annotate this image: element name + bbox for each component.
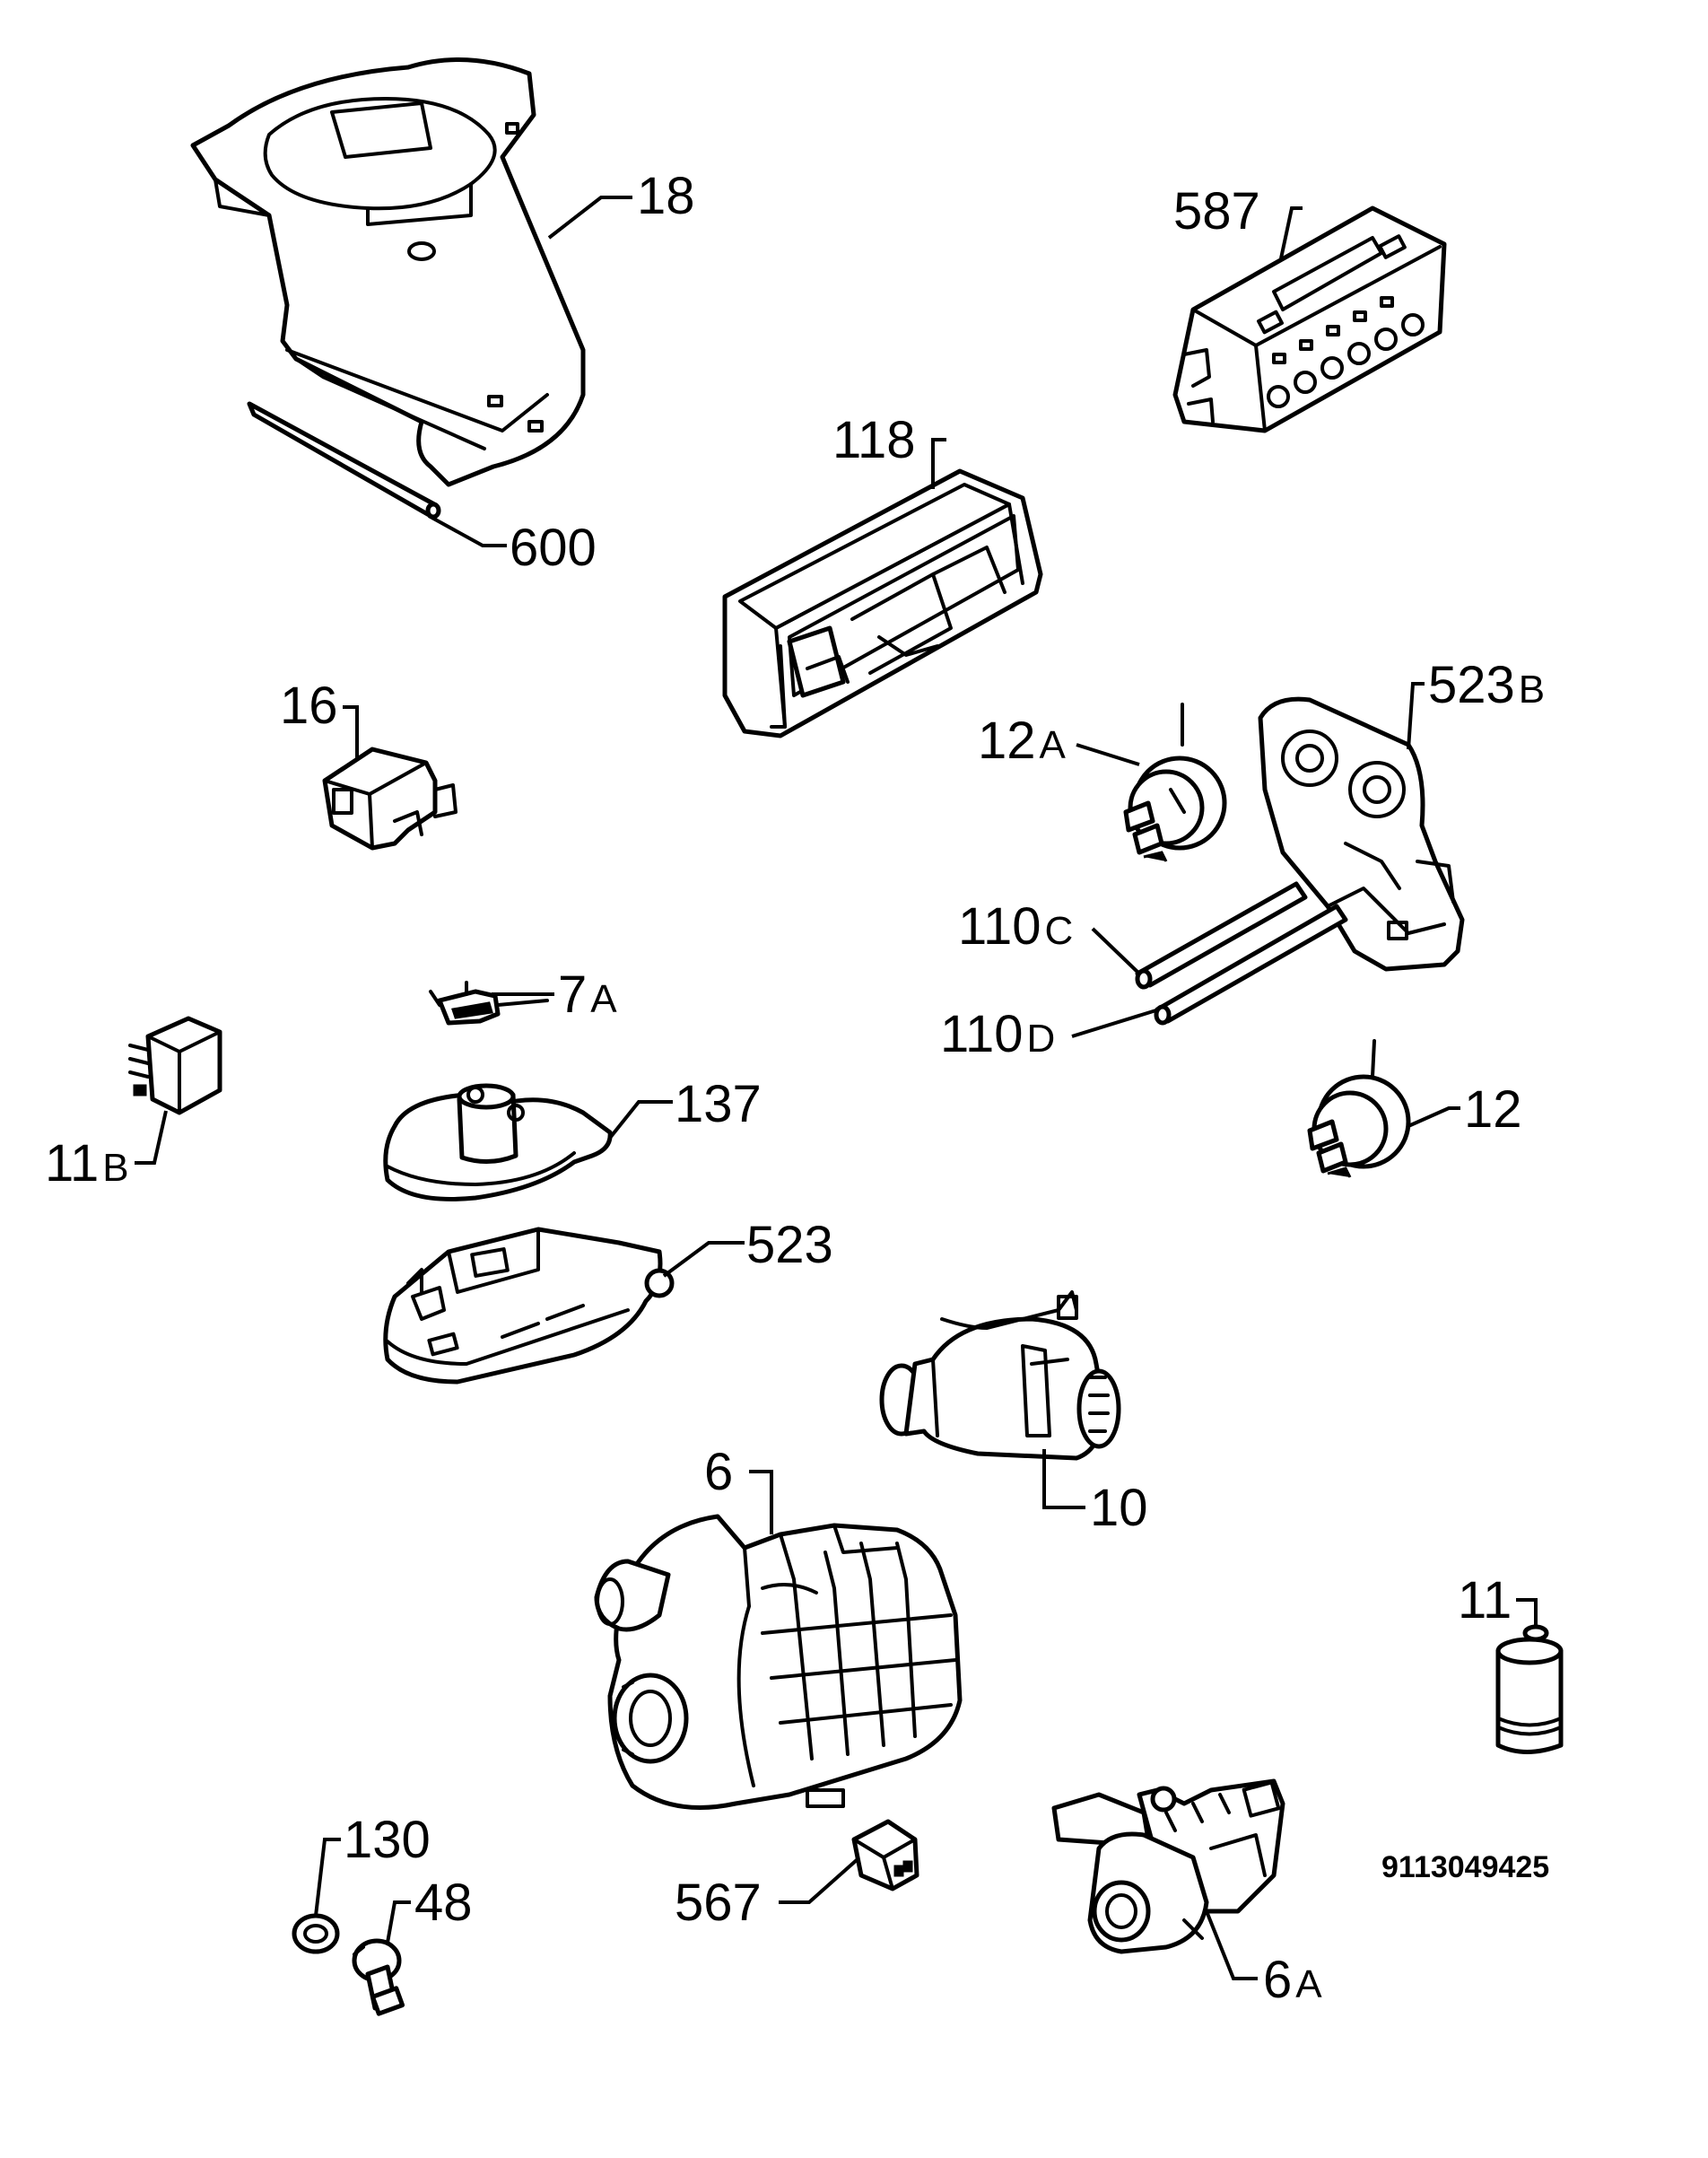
- leader-lines: [135, 196, 1538, 1980]
- label-6: 6: [704, 1443, 733, 1501]
- part-10-heater: [879, 1290, 1121, 1461]
- leader-137: [608, 1100, 673, 1140]
- leader-6A: [1205, 1910, 1258, 1980]
- leader-523: [662, 1241, 745, 1278]
- part-523B-bracket: [1258, 696, 1465, 972]
- leader-12: [1407, 1106, 1460, 1128]
- part-118-dispenser: [722, 468, 1043, 738]
- leader-110C: [1091, 927, 1141, 975]
- part-6-pump-motor: [594, 1514, 963, 1810]
- part-130-ring: [292, 1913, 340, 1954]
- label-16: 16: [280, 677, 338, 735]
- label-48: 48: [414, 1874, 473, 1932]
- label-7A: 7A: [558, 965, 617, 1024]
- part-12-pressure-switch: [1307, 1039, 1411, 1178]
- leader-130: [314, 1838, 341, 1917]
- leader-567: [779, 1857, 859, 1904]
- label-6A: 6A: [1263, 1951, 1322, 2009]
- leader-48: [386, 1900, 411, 1944]
- label-567: 567: [675, 1874, 762, 1932]
- leader-18: [547, 196, 632, 240]
- leader-600: [428, 514, 507, 547]
- part-587-electronic-module: [1172, 205, 1447, 433]
- part-6A-drain-pump: [1051, 1778, 1285, 1954]
- module-buttons: [1267, 296, 1425, 408]
- part-12A-pressure-switch: [1123, 703, 1227, 862]
- label-600: 600: [510, 519, 597, 577]
- leader-12A: [1076, 743, 1140, 766]
- part-labels: 18 600 587 118 16 523B 12A 110C 110D 12 …: [45, 167, 1545, 2009]
- leader-110D: [1071, 1008, 1160, 1038]
- leader-587: [1279, 206, 1303, 259]
- label-523B: 523B: [1428, 656, 1545, 714]
- label-587: 587: [1173, 182, 1260, 240]
- label-18: 18: [637, 167, 695, 225]
- label-110D: 110D: [940, 1005, 1055, 1063]
- drawing-code: 9113049425: [1381, 1850, 1549, 1884]
- part-110D-tube: [1154, 904, 1348, 1026]
- leader-118: [931, 438, 946, 489]
- label-12A: 12A: [978, 712, 1067, 770]
- leader-16: [343, 705, 359, 761]
- part-48-plug: [352, 1938, 405, 2016]
- leader-11: [1516, 1598, 1538, 1626]
- label-137: 137: [675, 1075, 762, 1133]
- part-16-switch: [322, 747, 458, 851]
- part-11-capacitor: [1495, 1624, 1564, 1754]
- label-11B: 11B: [45, 1134, 129, 1193]
- label-110C: 110C: [958, 897, 1073, 956]
- label-12: 12: [1464, 1080, 1522, 1139]
- label-130: 130: [344, 1811, 431, 1869]
- part-18-duct: [190, 57, 586, 487]
- leader-10: [1042, 1449, 1085, 1509]
- label-10: 10: [1090, 1479, 1148, 1537]
- label-118: 118: [832, 411, 915, 469]
- label-523: 523: [746, 1216, 833, 1274]
- part-600-rod: [247, 401, 441, 520]
- leader-523B: [1407, 682, 1425, 750]
- leader-11B: [135, 1110, 168, 1165]
- label-11: 11: [1458, 1571, 1512, 1629]
- part-567-clip: [851, 1819, 919, 1892]
- part-137-cover: [383, 1083, 613, 1201]
- part-7A-clip: [429, 981, 549, 1026]
- part-11B-relay: [128, 1016, 222, 1115]
- part-110C-tube: [1135, 881, 1308, 990]
- leader-6: [749, 1470, 773, 1534]
- part-523-base: [383, 1227, 675, 1385]
